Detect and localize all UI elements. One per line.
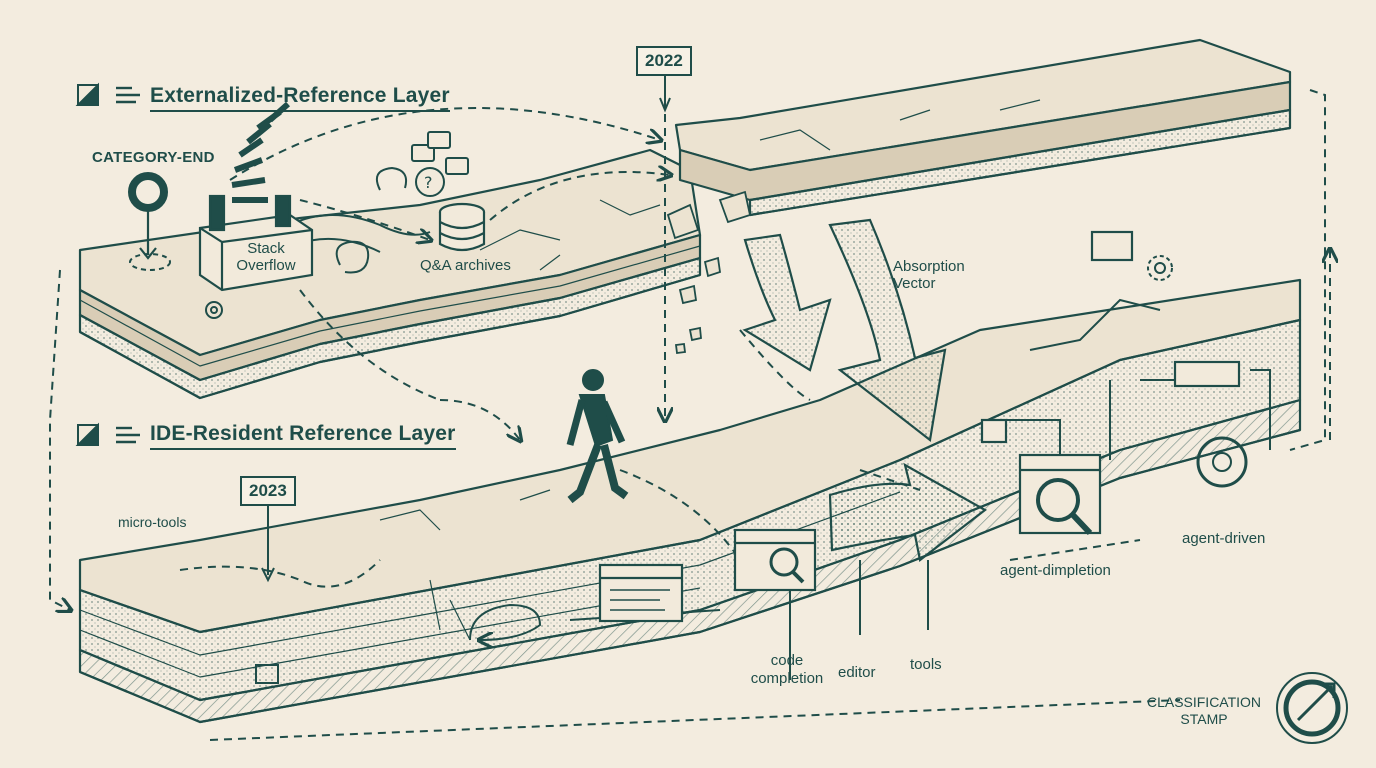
editor-label: editor [838,664,876,681]
vector-label: Vector [893,275,936,292]
upper-layer-title: Externalized-Reference Layer [150,84,450,112]
stack-overflow-box [198,101,314,292]
tools-label: tools [910,656,942,673]
classification-stamp-icon [1296,682,1336,722]
category-end-label: CATEGORY-END [92,149,215,166]
absorption-vector-label: Absorption Vector [893,258,965,292]
code-completion-label: code completion [744,652,830,688]
agent-completion-label: agent-dimpletion [1000,562,1111,579]
overflow-label: Overflow [236,257,296,274]
absorption-label: Absorption [893,258,965,275]
qa-archives-label: Q&A archives [420,257,511,274]
absorption-arrows [742,218,987,562]
stack-label: Stack [247,240,285,257]
stamp-label: STAMP [1180,711,1228,727]
lower-slab [78,278,1302,724]
year-badge-top: 2022 [636,46,692,76]
slab-debris [666,190,752,355]
upper-slab-right [674,38,1292,217]
code-label: code [770,652,804,669]
ide-connectors [469,298,1271,680]
donut-chart-icon [128,172,171,271]
lower-layer-title: IDE-Resident Reference Layer [150,422,456,450]
layer-swatch-icon [75,82,99,446]
year-pointers [261,76,671,583]
svg-text:?: ? [424,173,433,192]
micro-tools-label: micro-tools [118,514,187,530]
stack-overflow-label: Stack Overflow [226,240,306,274]
classification-stamp-label: CLASSIFICATION STAMP [1144,694,1264,728]
agent-driven-label: agent-driven [1182,530,1266,547]
database-icon [438,202,486,252]
walking-person [566,369,629,504]
gear-icon [205,255,1348,744]
list-lines-icon [116,86,140,444]
completion-label: completion [750,670,824,687]
upper-slab-left [78,148,702,400]
year-badge-bottom: 2023 [240,476,296,506]
chat-bubble-icon: ? [411,131,469,197]
magnifier-icon [255,478,1093,684]
classification-label: CLASSIFICATION [1146,694,1262,710]
